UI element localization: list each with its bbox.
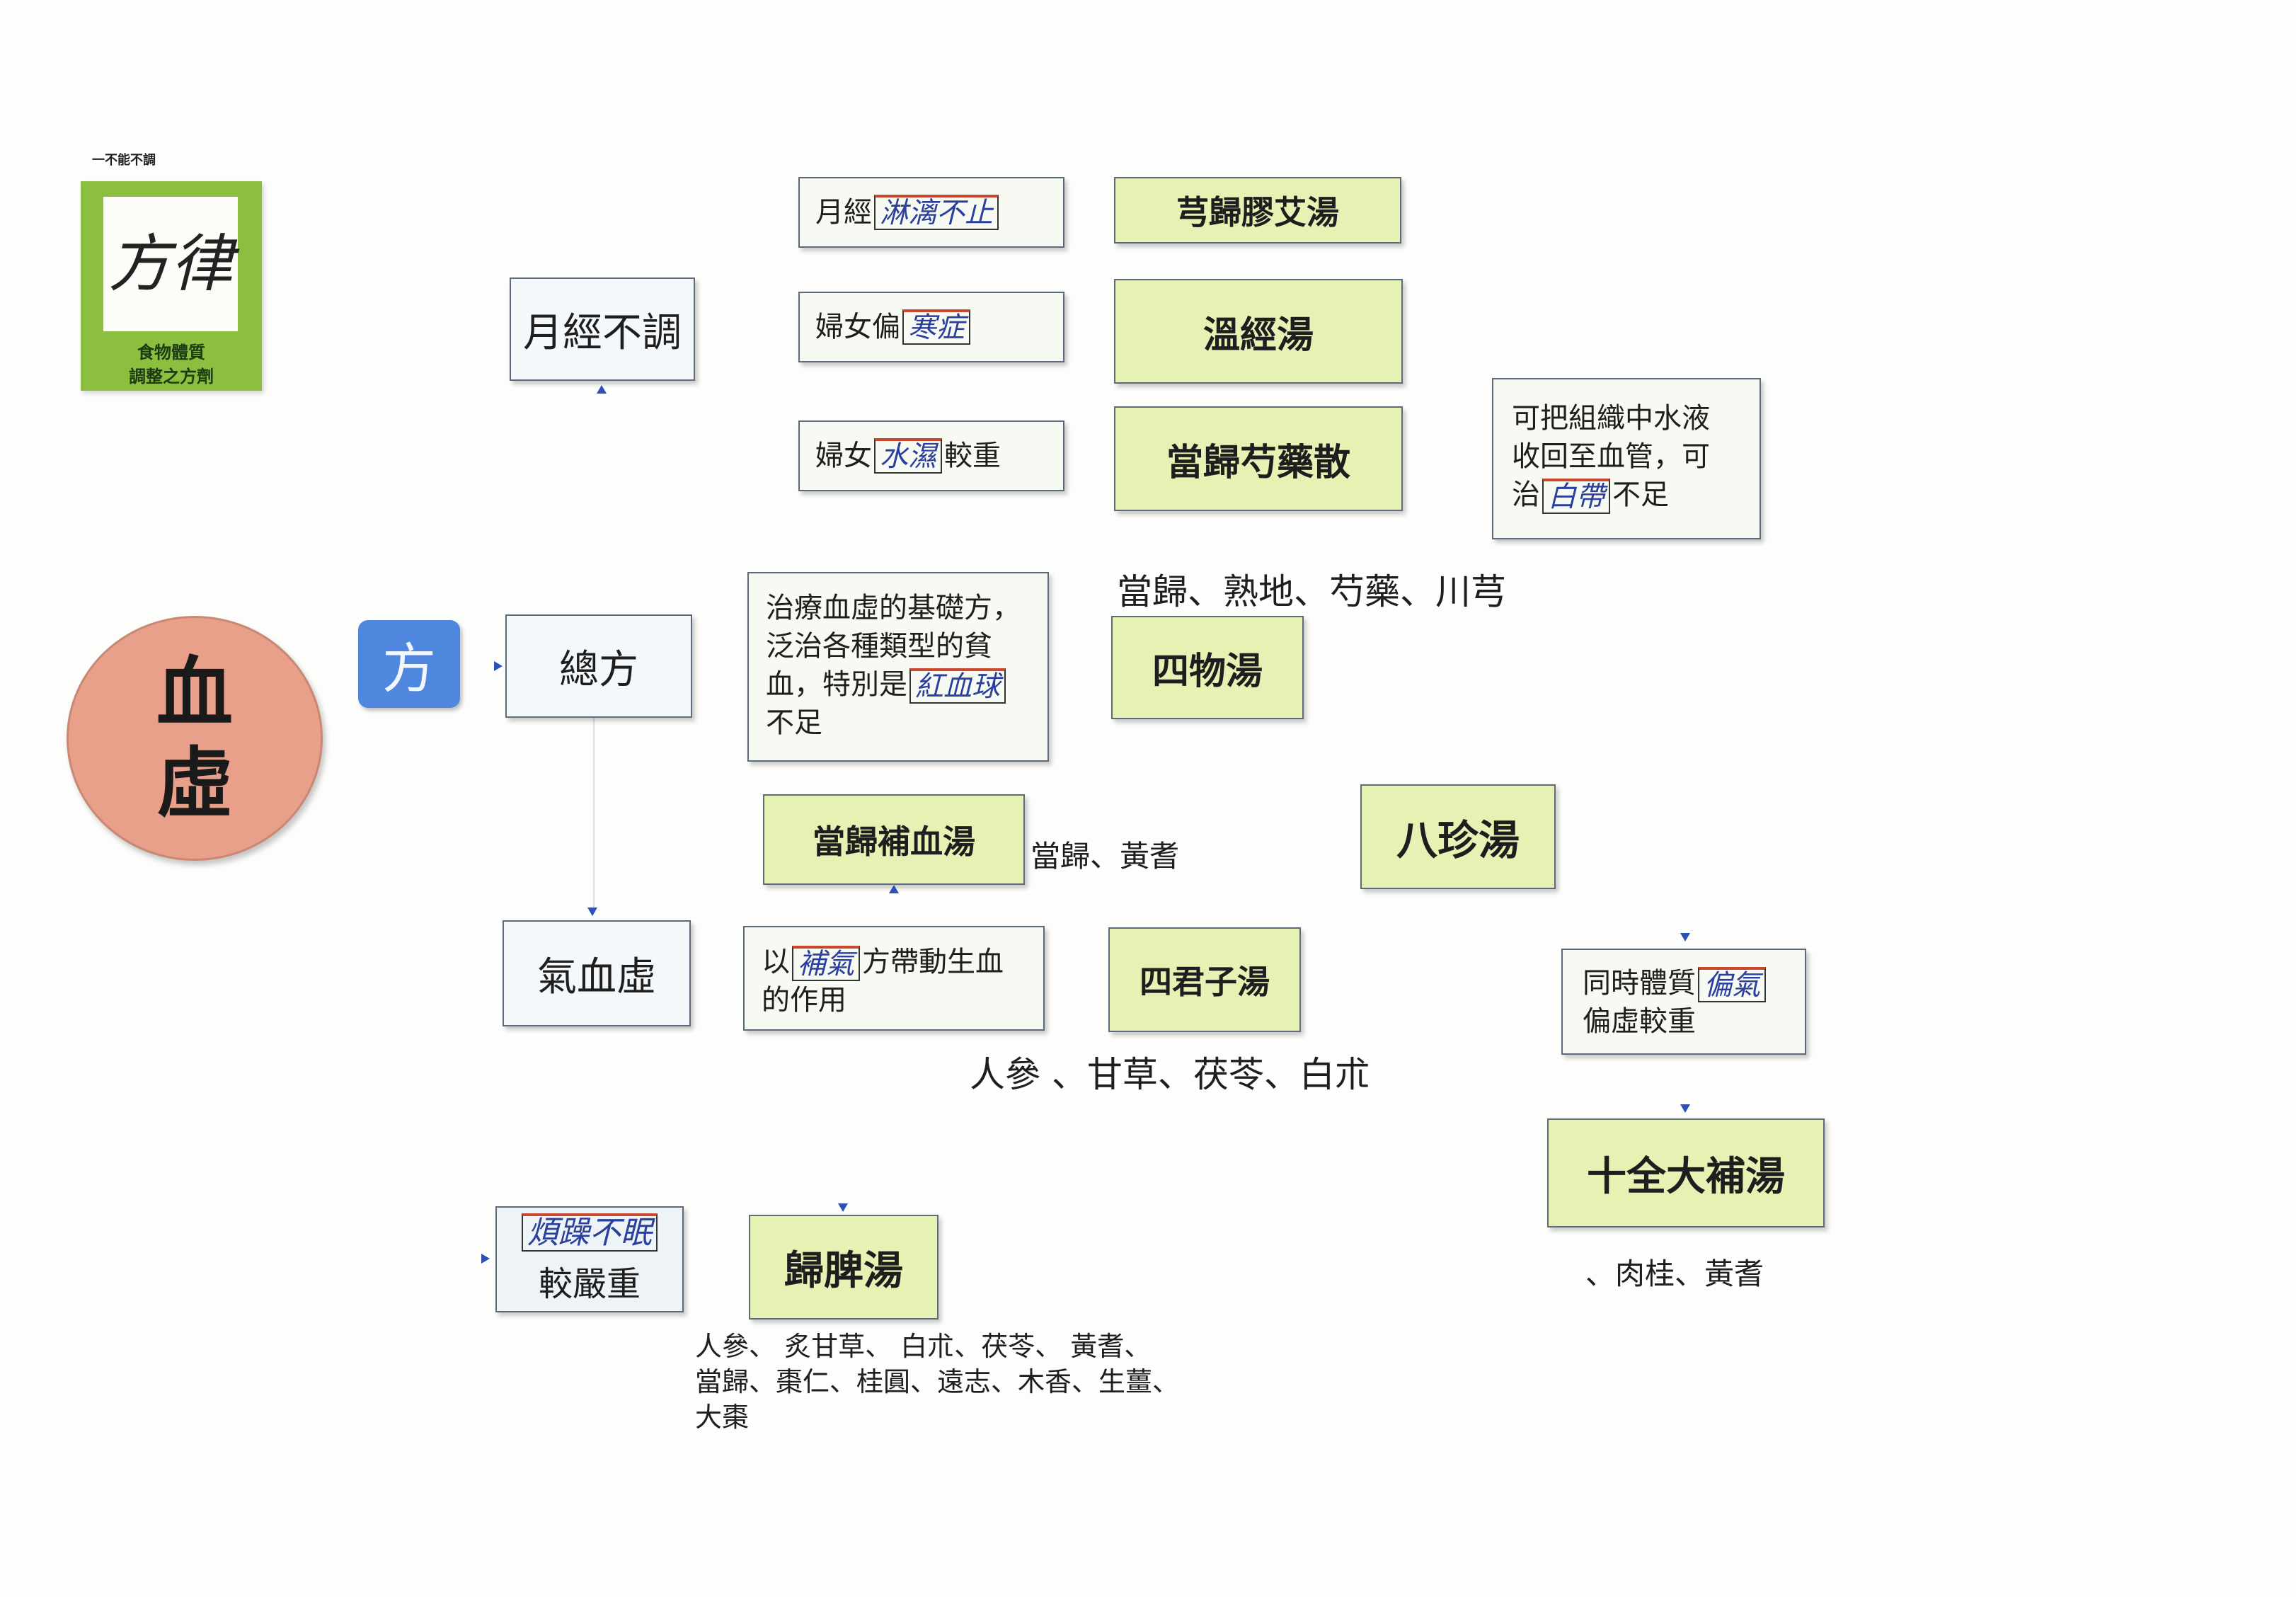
logo-caption-line1: 食物體質 [137, 343, 205, 362]
formula-sijunzi: 四君子湯 [1108, 927, 1301, 1032]
insomnia-handwritten: 煩躁不眠 [522, 1213, 658, 1252]
note-constitution-line2: 偏虛較重 [1583, 1005, 1696, 1038]
note-qi-drive-handwritten: 補氣 [792, 946, 860, 981]
note-siwu-line1: 治療血虛的基礎方， [766, 592, 1021, 624]
note-menstrual-3-suffix: 較重 [944, 440, 1001, 472]
formula-dangguibuxue-label: 當歸補血湯 [813, 823, 975, 861]
formula-xiongguijiaoai-label: 芎歸膠艾湯 [1176, 193, 1339, 231]
ingredients-siwu: 當歸、熟地、芍藥、川芎 [1117, 571, 1506, 612]
note-constitution: 同時體質偏氣 偏虛較重 [1561, 949, 1806, 1055]
note-menstrual-3-handwritten: 水濕 [874, 438, 942, 474]
ingredients-guipi-line1: 人參、 炙甘草、 白朮、茯苓、 黃耆、 [695, 1331, 1152, 1362]
fang-label: 方 [358, 620, 460, 708]
constitution-arrow [1680, 933, 1690, 941]
formula-dangguishaoyao: 當歸芍藥散 [1114, 406, 1403, 511]
formula-wenjing-label: 溫經湯 [1202, 313, 1314, 357]
note-qi-drive-line1-suffix: 方帶動生血 [862, 946, 1004, 978]
logo-calligraphy-panel: 方律 [103, 197, 238, 331]
logo-badge: 方律 食物體質 調整之方劑 [81, 181, 262, 391]
logo-top-caption: 一不能不調 [92, 153, 156, 168]
logo-caption-line2: 調整之方劑 [129, 367, 214, 387]
note-siwu-handwritten: 紅血球 [909, 668, 1006, 704]
note-tissue-fluid-line1: 可把組織中水液 [1512, 402, 1710, 435]
note-menstrual-1-handwritten: 淋漓不止 [874, 195, 999, 230]
formula-xiongguijiaoai: 芎歸膠艾湯 [1114, 177, 1401, 244]
category-general-label: 總方 [559, 646, 638, 693]
category-qi-blood: 氣血虛 [503, 920, 691, 1026]
formula-bazhen-label: 八珍湯 [1396, 816, 1520, 864]
shiquandabu-arrow [1680, 1104, 1690, 1113]
main-topic-line2: 虛 [156, 739, 233, 828]
note-constitution-line1-prefix: 同時體質 [1583, 967, 1696, 1000]
note-menstrual-1-prefix: 月經 [815, 196, 872, 229]
ingredients-sijunzi: 人參 、甘草、茯苓、白朮 [970, 1054, 1370, 1095]
note-qi-drive-line1-prefix: 以 [762, 946, 790, 978]
note-siwu-line3: 血，特別是紅血球 [766, 665, 1047, 704]
note-tissue-fluid-line2: 收回至血管，可 [1512, 440, 1710, 473]
formula-shiquandabu: 十全大補湯 [1547, 1118, 1825, 1227]
note-tissue-fluid-handwritten: 白帶 [1542, 479, 1610, 514]
main-topic-circle: 血 虛 [67, 616, 323, 861]
note-siwu: 治療血虛的基礎方， 泛治各種類型的貧 血，特別是紅血球 不足 [747, 572, 1049, 762]
note-tissue-fluid: 可把組織中水液 收回至血管，可 治白帶不足 [1492, 378, 1761, 539]
note-menstrual-3-prefix: 婦女 [815, 440, 872, 472]
note-siwu-line3-prefix: 血，特別是 [766, 668, 907, 701]
formula-sijunzi-label: 四君子湯 [1140, 963, 1270, 1001]
formula-dangguishaoyao-label: 當歸芍藥散 [1166, 440, 1350, 484]
note-tissue-fluid-line3-suffix: 不足 [1612, 479, 1669, 511]
note-qi-drive-line2: 的作用 [762, 984, 846, 1017]
note-menstrual-2: 婦女偏 寒症 [798, 292, 1064, 362]
note-constitution-line1: 同時體質偏氣 [1583, 964, 1805, 1002]
note-qi-drive: 以補氣方帶動生血 的作用 [743, 926, 1045, 1031]
ingredients-guipi-line2: 當歸、棗仁、桂圓、遠志、木香、生薑、 [695, 1366, 1180, 1397]
fang-arrow [494, 661, 503, 671]
category-menstrual: 月經不調 [510, 277, 695, 381]
formula-siwu: 四物湯 [1111, 616, 1304, 719]
category-general: 總方 [505, 614, 692, 718]
note-menstrual-2-prefix: 婦女偏 [815, 311, 900, 343]
note-constitution-handwritten: 偏氣 [1698, 967, 1766, 1002]
formula-shiquandabu-label: 十全大補湯 [1587, 1152, 1785, 1200]
formula-wenjing: 溫經湯 [1114, 279, 1403, 384]
note-tissue-fluid-line3-prefix: 治 [1512, 479, 1540, 511]
category-menstrual-label: 月經不調 [523, 309, 682, 356]
note-tissue-fluid-line3: 治白帶不足 [1512, 476, 1760, 514]
ingredients-dangguibuxue: 當歸、黃耆 [1031, 839, 1180, 874]
ingredients-guipi-line3: 大棗 [695, 1402, 750, 1433]
category-qi-blood-label: 氣血虛 [537, 954, 656, 1000]
logo-calligraphy: 方律 [108, 227, 233, 300]
formula-guipi-label: 歸脾湯 [784, 1247, 903, 1294]
note-menstrual-1: 月經 淋漓不止 [798, 177, 1064, 248]
guipi-arrow [838, 1203, 848, 1212]
category-insomnia: 煩躁不眠 較嚴重 [495, 1206, 684, 1312]
note-menstrual-3: 婦女 水濕 較重 [798, 420, 1064, 491]
fang-label-text: 方 [382, 637, 436, 700]
note-qi-drive-line1: 以補氣方帶動生血 [762, 943, 1043, 981]
formula-dangguibuxue: 當歸補血湯 [763, 794, 1025, 885]
note-siwu-line2: 泛治各種類型的貧 [766, 630, 992, 663]
qi-blood-arrow [587, 908, 597, 916]
note-menstrual-2-handwritten: 寒症 [902, 309, 970, 345]
main-topic-line1: 血 [156, 648, 233, 738]
ingredients-shiquandabu: 、肉桂、黃耆 [1585, 1257, 1764, 1291]
formula-siwu-label: 四物湯 [1152, 649, 1263, 693]
menstrual-arrow [597, 385, 607, 394]
connector-line [593, 718, 595, 909]
formula-guipi: 歸脾湯 [749, 1215, 939, 1320]
formula-bazhen: 八珍湯 [1360, 784, 1556, 889]
insomnia-arrow [481, 1254, 490, 1264]
insomnia-suffix: 較嚴重 [538, 1264, 641, 1305]
note-siwu-line4: 不足 [766, 706, 822, 739]
dangguibuxue-arrow [889, 885, 899, 893]
